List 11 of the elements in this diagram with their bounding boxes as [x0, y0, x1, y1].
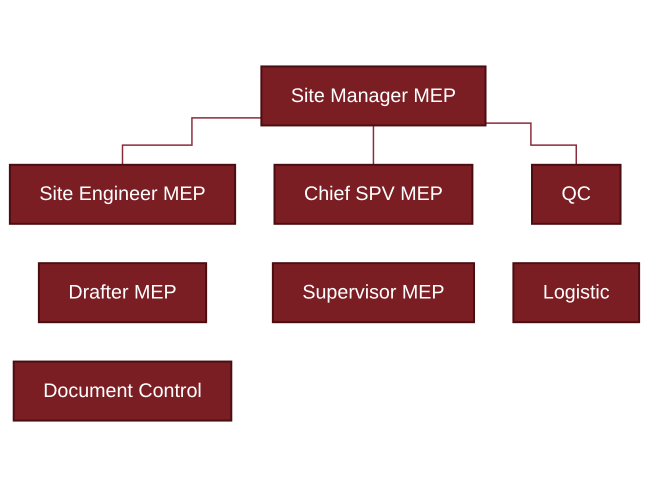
- connector: [486, 122, 577, 166]
- node-box: Drafter MEP: [38, 262, 208, 324]
- node-box: Logistic: [512, 262, 640, 324]
- node-box: Site Engineer MEP: [8, 164, 236, 225]
- connector: [122, 117, 262, 166]
- node-box: QC: [531, 164, 622, 225]
- node-box: Supervisor MEP: [272, 262, 476, 324]
- node-box: Chief SPV MEP: [274, 164, 474, 225]
- node-box: Document Control: [12, 360, 232, 422]
- connector: [372, 124, 374, 166]
- node-box: Site Manager MEP: [260, 65, 487, 126]
